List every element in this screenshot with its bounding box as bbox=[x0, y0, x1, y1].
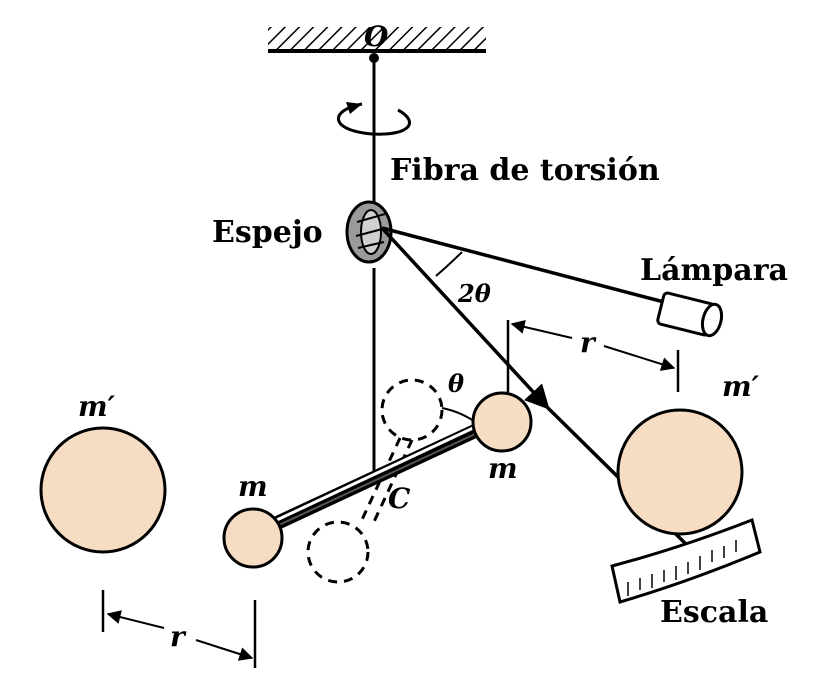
angle-theta-label: θ bbox=[448, 369, 464, 398]
ceiling-support bbox=[268, 27, 486, 53]
origin-label: O bbox=[364, 20, 389, 53]
lamp-icon bbox=[656, 291, 724, 338]
angle-arc-2theta bbox=[435, 251, 463, 277]
scale-ruler bbox=[610, 517, 762, 604]
rod bbox=[259, 417, 493, 537]
distance-indicator-top bbox=[506, 320, 680, 392]
reflected-beam-arrow bbox=[380, 226, 550, 410]
big-mass-left-label: m′ bbox=[78, 390, 116, 423]
distance-indicator-bottom bbox=[101, 590, 257, 668]
angle-2theta-label: 2θ bbox=[457, 279, 491, 308]
big-mass-right-label: m′ bbox=[722, 370, 760, 403]
scale-label: Escala bbox=[660, 595, 768, 630]
center-label: C bbox=[388, 482, 411, 515]
small-mass-right-label: m bbox=[488, 452, 518, 485]
fiber-label: Fibra de torsión bbox=[390, 153, 660, 188]
dashed-ghost-mass-top bbox=[380, 378, 444, 442]
large-mass-left bbox=[39, 426, 167, 554]
large-mass-right bbox=[616, 408, 744, 536]
mirror-label: Espejo bbox=[212, 215, 323, 250]
dashed-ghost-mass-bottom bbox=[306, 520, 370, 584]
mirror bbox=[345, 200, 393, 264]
small-mass-right bbox=[471, 391, 533, 453]
small-mass-left bbox=[222, 507, 284, 569]
distance-bottom-label: r bbox=[170, 620, 187, 653]
incident-beam bbox=[381, 226, 665, 304]
rotation-arrow-icon bbox=[337, 102, 411, 136]
lamp-label: Lámpara bbox=[640, 253, 788, 288]
small-mass-left-label: m bbox=[238, 470, 268, 503]
distance-top-label: r bbox=[580, 326, 597, 359]
